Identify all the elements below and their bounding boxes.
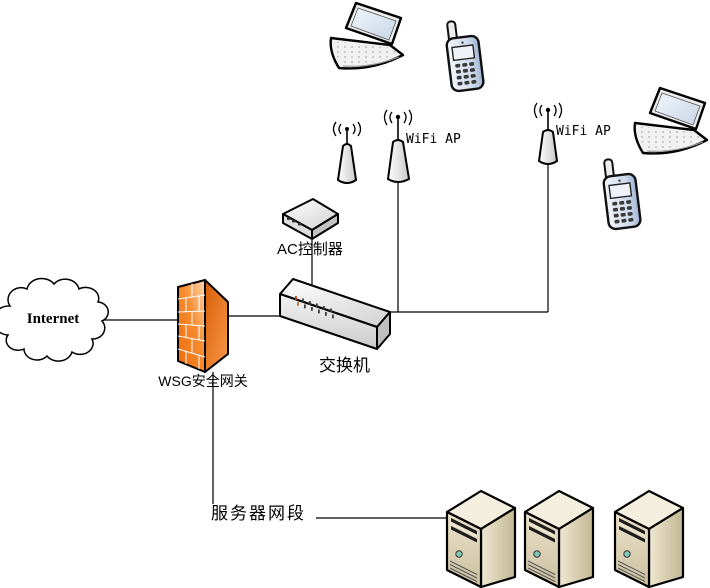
phone-top[interactable] <box>444 18 485 93</box>
radio-waves-icon <box>332 121 362 137</box>
antenna-tip <box>395 114 401 120</box>
cloud-shape <box>0 277 109 362</box>
ac-controller-label: AC控制器 <box>277 241 343 258</box>
phone-keypad <box>455 62 477 86</box>
server-1[interactable] <box>445 489 517 588</box>
laptop-right[interactable] <box>633 86 709 155</box>
firewall-node[interactable] <box>177 279 229 373</box>
switch-ports <box>295 296 334 319</box>
server-power-button <box>455 550 463 558</box>
laptop-front-lip <box>342 56 400 67</box>
wifi-ap-1-label: WiFi AP <box>406 132 461 147</box>
phone-speaker <box>461 41 464 44</box>
wifi-ap-1-node[interactable] <box>383 109 413 183</box>
antenna-tip <box>545 107 551 113</box>
server-3[interactable] <box>613 489 685 588</box>
internet-label: Internet <box>26 311 80 327</box>
antenna-tip <box>345 127 349 131</box>
phone-screen <box>451 44 476 62</box>
radio-waves-icon <box>383 109 413 126</box>
server-vents <box>449 560 478 582</box>
phone-right[interactable] <box>599 155 643 231</box>
wifi-ap-2-label: WiFi AP <box>556 124 611 139</box>
antenna-small[interactable] <box>332 121 362 184</box>
firewall-label: WSG安全网关 <box>158 373 248 389</box>
ac-side-face <box>311 213 339 240</box>
switch-end-face <box>376 311 391 350</box>
wifi-ap-2-node[interactable] <box>533 102 563 165</box>
server-drive-bays <box>450 518 478 543</box>
laptop-screen <box>350 7 397 41</box>
antenna-cone <box>336 143 358 184</box>
server-2[interactable] <box>523 489 595 588</box>
firewall-side-face <box>204 279 229 373</box>
firewall-brick-lines <box>177 283 206 369</box>
switch-node[interactable] <box>279 278 391 350</box>
antenna-cone <box>537 129 559 165</box>
internet-cloud[interactable] <box>0 277 109 362</box>
server-segment-label: 服务器网段 <box>211 504 306 523</box>
ac-controller-node[interactable] <box>282 198 339 240</box>
ac-ports <box>287 217 302 226</box>
antenna-cone <box>386 139 411 183</box>
radio-waves-icon <box>533 102 563 119</box>
laptop-keyboard <box>333 41 398 65</box>
connector-lines <box>98 162 549 519</box>
laptop-top[interactable] <box>329 1 405 70</box>
switch-label: 交换机 <box>319 356 370 375</box>
